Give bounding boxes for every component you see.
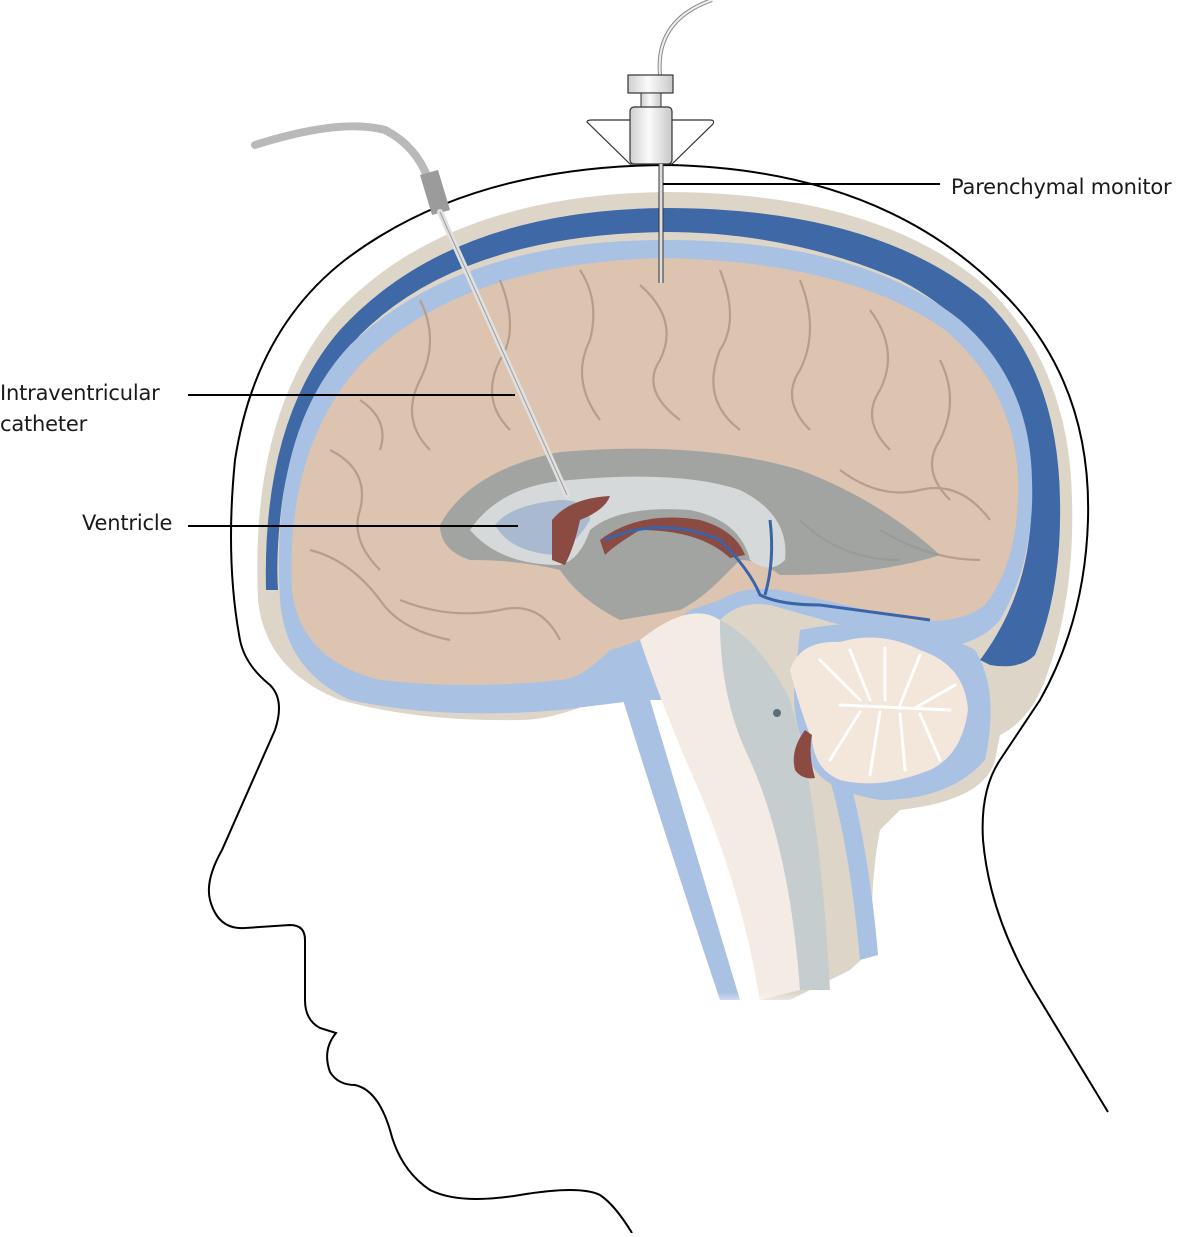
head-outline — [207, 163, 1109, 1234]
label-intraventricular-catheter: Intraventricular catheter — [0, 378, 160, 440]
label-ventricle: Ventricle — [82, 511, 173, 535]
choroid-plexus — [552, 496, 610, 565]
label-line-1: Intraventricular — [0, 381, 160, 405]
catheter-cable — [251, 122, 432, 182]
monitor-cable-inner — [658, 0, 713, 76]
catheter-edge — [439, 211, 568, 496]
monitor-body — [629, 106, 673, 165]
choroid-plexus-lower — [600, 517, 745, 558]
stem-fade — [600, 940, 920, 1010]
cerebral-aqueduct — [773, 709, 781, 717]
monitor-cap — [627, 74, 674, 94]
brainstem-gray — [720, 620, 830, 990]
choroid-plexus-4th — [793, 730, 815, 779]
catheter-connector — [420, 170, 450, 215]
internal-cerebral-vein — [604, 526, 931, 622]
label-line-2: catheter — [0, 412, 88, 436]
spinal-csf — [620, 690, 740, 1000]
vein-branch — [763, 519, 774, 596]
label-parenchymal-monitor: Parenchymal monitor — [951, 175, 1172, 199]
monitor-neck — [640, 92, 662, 108]
monitor-cable — [657, 0, 713, 76]
brainstem — [640, 613, 800, 1000]
spinal-csf-posterior — [830, 780, 878, 960]
arbor-vitae — [818, 646, 957, 777]
